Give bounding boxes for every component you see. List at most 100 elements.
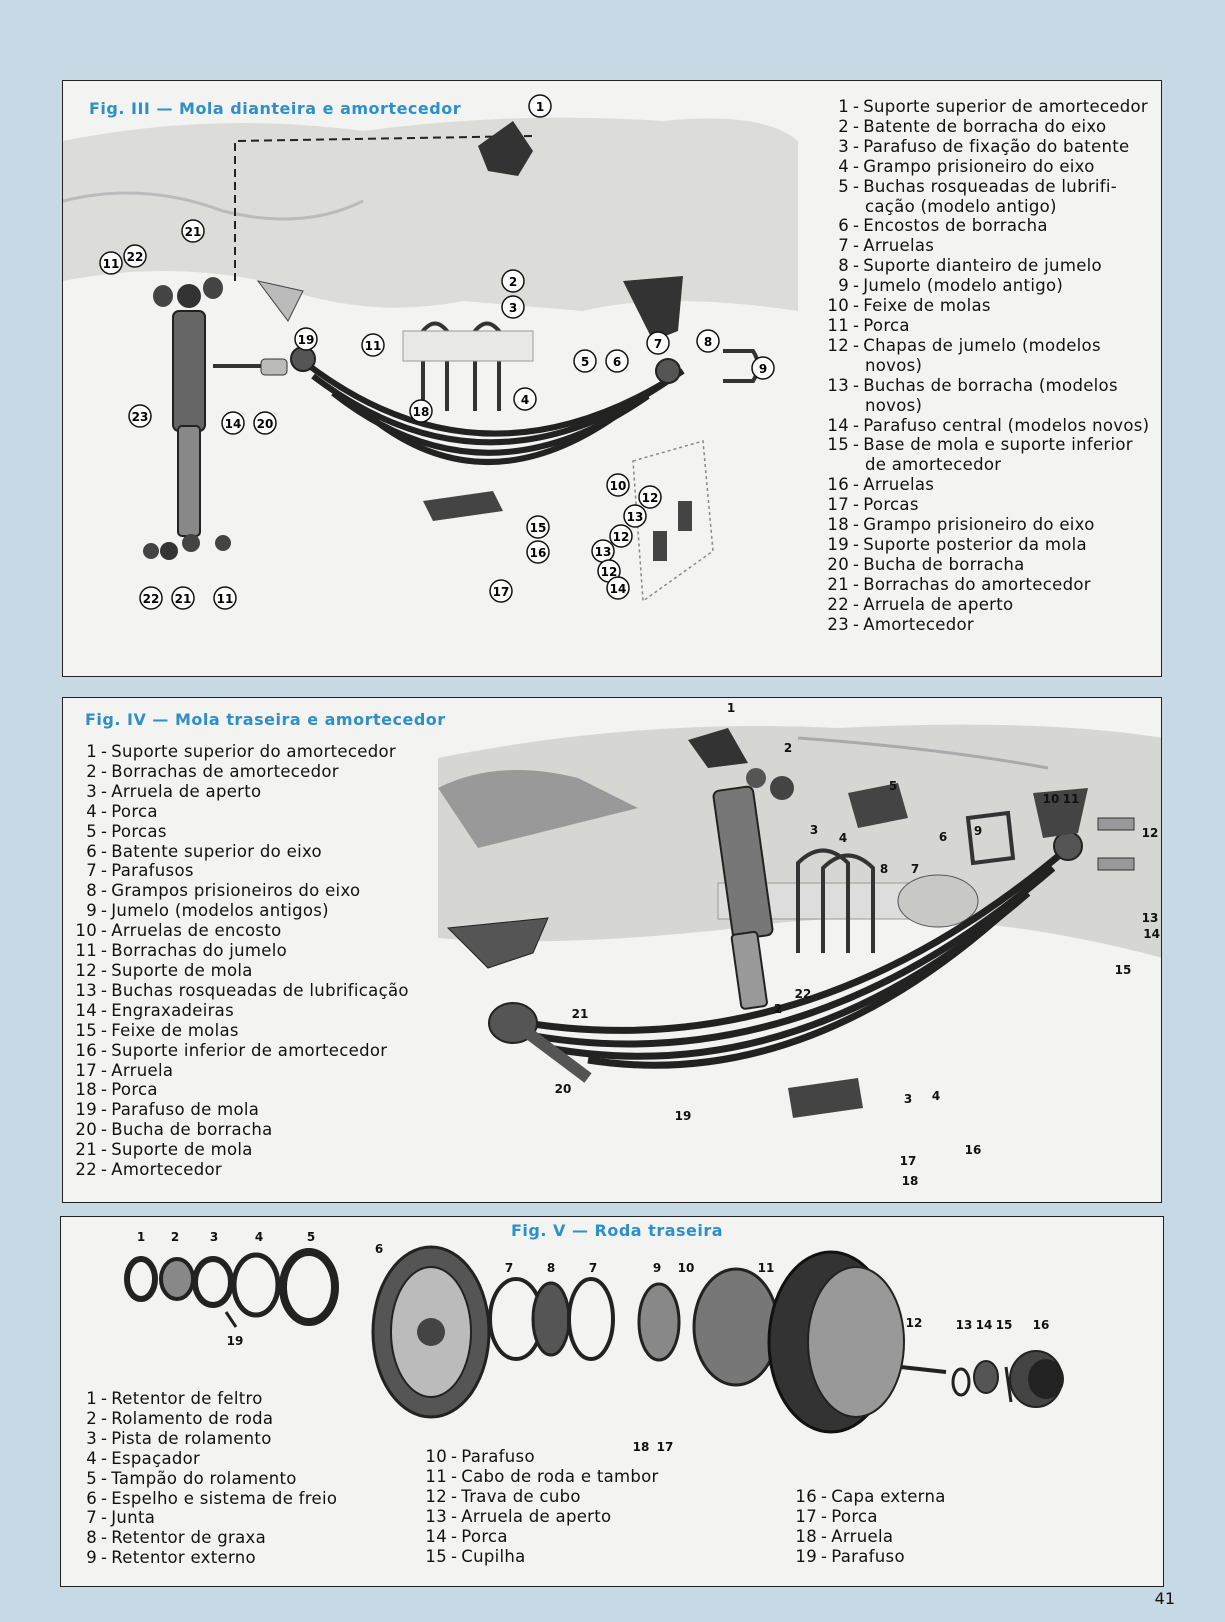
legend-item: 7-Junta [71,1508,401,1528]
legend-item: 19-Parafuso [791,1547,1091,1567]
callout-11: 11 [1063,792,1080,806]
legend-number: 9 [86,901,97,921]
legend-text: Arruela [111,1060,174,1080]
legend-text: Rolamento de roda [111,1408,274,1428]
legend-number: 15 [75,1020,97,1040]
legend-text: Arruela de aperto [863,594,1014,614]
legend-separator: - [821,1506,828,1526]
legend-number: 3 [86,1428,97,1448]
legend-number: 5 [86,821,97,841]
callout-10: 10 [610,479,627,493]
legend-separator: - [101,801,108,821]
callout-4: 4 [255,1230,263,1244]
callout-2b: 2 [774,1002,782,1016]
callout-22: 22 [127,250,144,264]
legend-item: 2-Borrachas de amortecedor [71,762,441,782]
legend-item: 11-Porca [823,315,1161,336]
legend-item: 19-Suporte posterior da mola [823,534,1161,555]
legend-number: 19 [795,1546,817,1566]
legend-item: 7-Parafusos [71,861,441,881]
legend-item: 1-Suporte superior do amortecedor [71,742,441,762]
callout-7: 7 [911,862,919,876]
legend-number: 10 [425,1447,447,1466]
legend-separator: - [451,1506,458,1526]
callout-2: 2 [784,741,792,755]
legend-number: 10 [827,296,849,316]
legend-number: 5 [86,1468,97,1488]
legend-text: Buchas de borracha (modelos [863,375,1118,395]
legend-separator: - [101,1120,108,1140]
legend-item: 16-Suporte inferior de amortecedor [71,1041,441,1061]
figure-5-panel: Fig. V — Roda traseira 1 [60,1216,1164,1587]
legend-separator: - [101,1448,108,1468]
legend-separator: - [853,534,860,554]
legend-separator: - [101,1468,108,1488]
legend-separator: - [853,116,860,136]
legend-text: Porca [111,801,158,821]
legend-text: Parafuso [831,1546,905,1566]
callout-10: 10 [678,1261,695,1275]
legend-number: 1 [86,742,97,761]
legend-item: 13-Buchas rosqueadas de lubrificação [71,981,441,1001]
legend-separator: - [853,574,860,594]
legend-item: 11-Borrachas do jumelo [71,941,441,961]
legend-separator: - [853,495,860,515]
page-number: 41 [1154,1589,1175,1608]
legend-item: 2-Batente de borracha do eixo [823,116,1161,137]
legend-number: 10 [75,921,97,941]
legend-text: Encostos de borracha [863,216,1048,236]
legend-number: 9 [86,1548,97,1568]
legend-number: 5 [838,176,849,196]
legend-text: Borrachas de amortecedor [111,761,339,781]
legend-text: Grampo prisioneiro do eixo [863,515,1095,535]
legend-number: 7 [86,861,97,881]
legend-text: Parafuso de mola [111,1100,260,1120]
callout-3: 3 [210,1230,218,1244]
legend-text: Jumelo (modelo antigo) [863,276,1064,296]
legend-separator: - [853,236,860,256]
legend-text: Cabo de roda e tambor [461,1466,659,1486]
legend-separator: - [101,1040,108,1060]
legend-item: 16-Arruelas [823,475,1161,495]
legend-number: 12 [425,1486,447,1506]
legend-separator: - [101,1020,108,1040]
legend-separator: - [821,1526,828,1546]
legend-text: Trava de cubo [461,1486,581,1506]
legend-item: 3-Pista de rolamento [71,1429,401,1449]
legend-separator: - [101,881,108,901]
legend-text: Suporte superior de amortecedor [863,97,1149,116]
callout-7b: 7 [589,1261,597,1275]
legend-item: 1-Retentor de feltro [71,1389,401,1409]
callout-16: 16 [965,1143,982,1157]
legend-separator: - [101,1140,108,1160]
callout-14: 14 [225,417,242,431]
callout-20: 20 [257,417,274,431]
legend-item: 14-Parafuso central (modelos novos) [823,416,1161,436]
legend-text: Batente de borracha do eixo [863,116,1107,136]
legend-item: 6-Espelho e sistema de freio [71,1489,401,1509]
legend-separator: - [853,256,860,276]
legend-number: 11 [827,315,849,335]
callout-8: 8 [547,1261,555,1275]
callout-13-b: 13 [595,545,612,559]
legend-text: Porca [461,1526,508,1546]
rear-spring-exploded-drawing: 1 2 2 3 4 5 6 7 8 9 10 11 12 13 14 15 16… [438,701,1161,1188]
legend-text: Jumelo (modelos antigos) [111,901,329,921]
legend-separator: - [101,1100,108,1120]
callout-4: 4 [521,393,529,407]
legend-separator: - [451,1546,458,1566]
legend-separator: - [101,821,108,841]
legend-separator: - [101,1508,108,1528]
callout-9: 9 [759,362,767,376]
legend-separator: - [821,1546,828,1566]
legend-item: 18-Arruela [791,1527,1091,1547]
legend-separator: - [101,761,108,781]
legend-number: 2 [86,761,97,781]
legend-item: 20-Bucha de borracha [823,555,1161,575]
legend-text: Pista de rolamento [111,1428,272,1448]
legend-separator: - [101,861,108,881]
legend-number: 22 [75,1160,97,1180]
callout-3: 3 [509,301,517,315]
callout-23: 23 [132,410,149,424]
